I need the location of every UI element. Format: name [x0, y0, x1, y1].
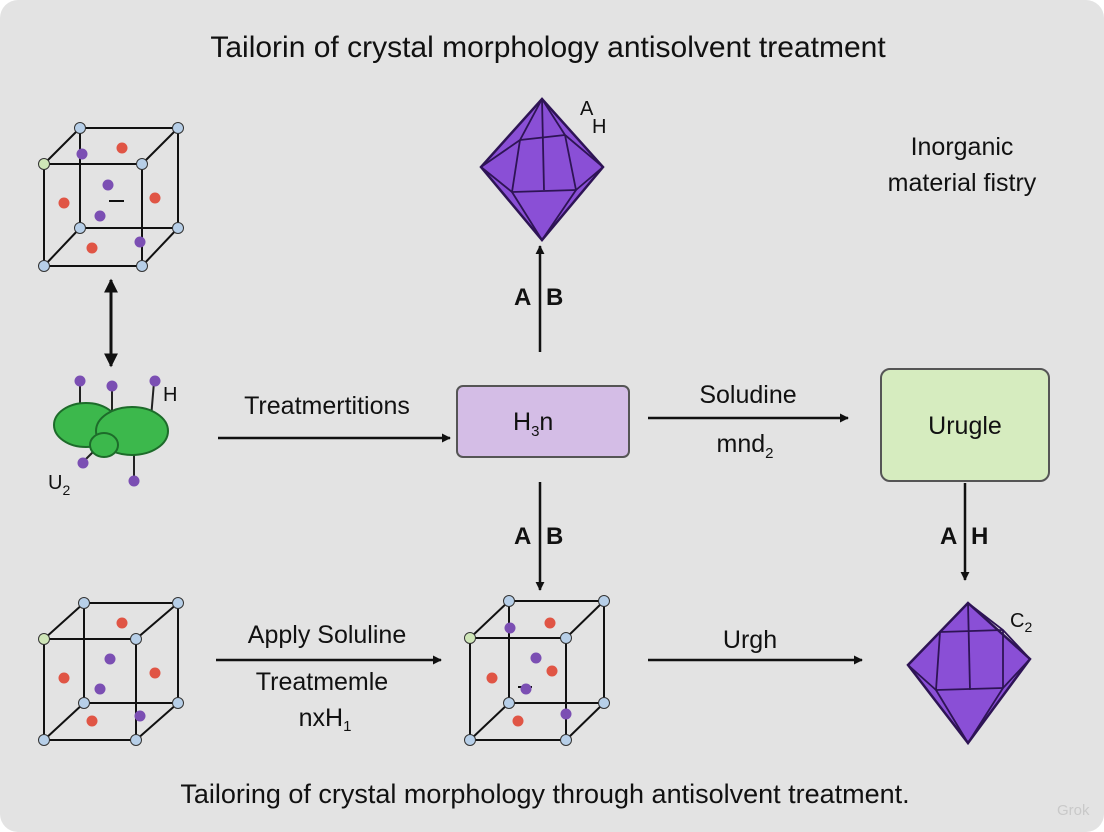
- arrow-up-label-a: A: [514, 284, 531, 311]
- arrow-apply-label-3: nxH1: [299, 704, 352, 735]
- molecule-u-label: U2: [48, 472, 70, 498]
- unit-cell-bottom-center: [464, 595, 610, 746]
- arrow-right-down-label-a: A: [940, 523, 957, 550]
- arrow-urgh-label: Urgh: [723, 626, 777, 654]
- arrow-apply-label-2: Treatmemle: [256, 668, 388, 696]
- crystal-right-label: C2: [1010, 610, 1032, 635]
- watermark: Grok: [1057, 802, 1090, 819]
- unit-cell-bottom-left: [38, 597, 184, 746]
- arrow-apply-label-1: Apply Soluline: [248, 621, 406, 649]
- crystal-right: C2: [906, 601, 1032, 746]
- arrow-center-down-label-b: B: [546, 523, 563, 550]
- unit-cell-top-left: [38, 122, 184, 272]
- center-box: H3n: [456, 385, 630, 458]
- diagram-caption: Tailoring of crystal morphology through …: [180, 779, 909, 809]
- arrow-soludine-sublabel: mnd2: [717, 430, 774, 462]
- arrow-soludine-label: Soludine: [699, 381, 796, 409]
- molecule-h-label: H: [163, 384, 177, 406]
- arrow-treatment-label: Treatmertitions: [244, 392, 410, 420]
- crystal-top-label-h: H: [592, 116, 606, 138]
- arrow-up-label-b: B: [546, 284, 563, 311]
- right-box-label: Urugle: [928, 412, 1002, 440]
- top-right-line-2: material fistry: [888, 169, 1037, 197]
- arrow-center-down-label-a: A: [514, 523, 531, 550]
- top-right-line-1: Inorganic: [911, 133, 1014, 161]
- atoms: [38, 122, 184, 272]
- diagram-title: Tailorin of crystal morphology antisolve…: [210, 31, 886, 64]
- molecule: H U2: [48, 375, 177, 498]
- crystal-top-label-a: A: [580, 98, 594, 120]
- center-box-label: H3n: [513, 408, 553, 440]
- arrow-right-down-label-h: H: [971, 523, 988, 550]
- crystal-top: A H: [479, 97, 606, 242]
- right-box: Urugle: [880, 368, 1050, 482]
